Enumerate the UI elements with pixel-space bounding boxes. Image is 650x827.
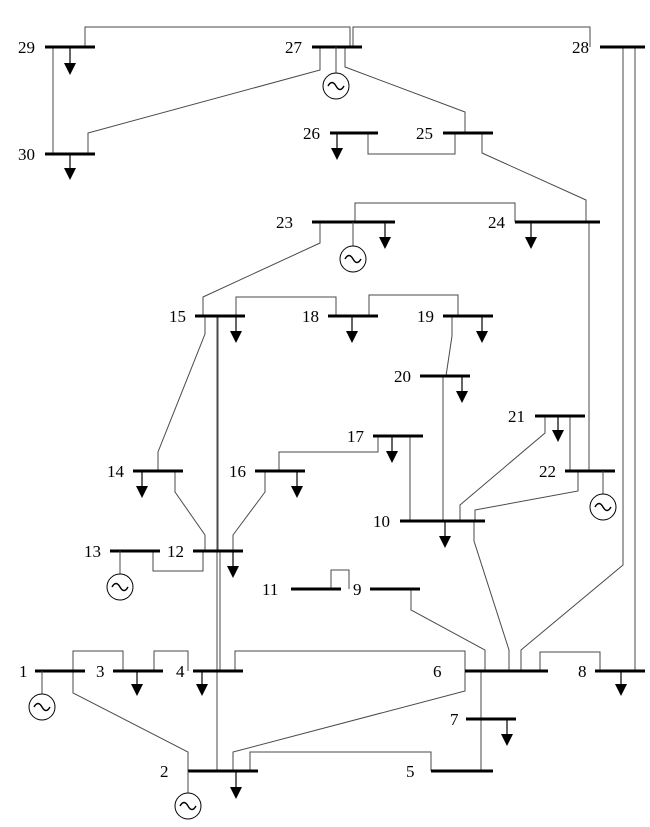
branch-16-12 [232, 471, 266, 551]
bus-label-12: 12 [167, 542, 184, 561]
load-arrow-16 [291, 471, 303, 498]
branch-29-27 [84, 26, 351, 47]
branch-2-5 [249, 751, 432, 771]
bus-label-13: 13 [84, 542, 101, 561]
bus-label-10: 10 [373, 512, 390, 531]
generator-23 [339, 222, 367, 273]
branch-15-18 [235, 296, 337, 316]
generators [28, 47, 617, 820]
branch-21-10 [459, 416, 546, 521]
load-arrow-17 [386, 436, 398, 463]
branch-14-12 [174, 471, 206, 551]
bus-label-4: 4 [176, 662, 185, 681]
load-arrow-24 [525, 222, 537, 249]
branch-6-8 [539, 651, 601, 671]
load-arrow-21 [552, 416, 564, 442]
branch-9-6 [410, 589, 486, 671]
load-arrow-12 [227, 551, 239, 578]
load-arrow-23 [379, 222, 391, 249]
branch-27-28 [352, 26, 591, 47]
bus-label-26: 26 [303, 124, 320, 143]
branch-11-9 [330, 569, 350, 589]
load-arrow-7 [501, 719, 513, 746]
branch-1-2 [72, 671, 189, 771]
bus-label-1: 1 [19, 662, 28, 681]
load-arrow-2 [230, 771, 242, 799]
branch-10-6 [473, 521, 510, 671]
bus-label-28: 28 [572, 38, 589, 57]
bus-label-20: 20 [394, 367, 411, 386]
branch-6-2 [232, 671, 466, 771]
branches [52, 26, 636, 771]
load-arrow-19 [476, 316, 488, 343]
branch-12-13 [152, 551, 204, 572]
branch-23-15 [202, 222, 321, 316]
bus-label-21: 21 [508, 407, 525, 426]
generator-1 [28, 671, 56, 721]
branch-19-20 [445, 316, 453, 377]
load-arrow-15 [230, 316, 242, 343]
loads [64, 47, 627, 799]
load-arrow-8 [615, 671, 627, 696]
bus-label-30: 30 [18, 145, 35, 164]
load-arrow-14 [136, 471, 148, 498]
bus-label-22: 22 [539, 462, 556, 481]
branch-25-24 [481, 133, 587, 222]
generator-22 [589, 471, 617, 521]
branch-25-26 [367, 133, 456, 155]
branch-4-6 [234, 650, 466, 671]
branch-23-24 [354, 202, 516, 222]
load-arrow-3 [131, 671, 143, 696]
generator-13 [106, 551, 134, 601]
bus-label-24: 24 [488, 213, 506, 232]
load-arrow-4 [196, 671, 208, 696]
bus-label-6: 6 [433, 662, 442, 681]
branch-16-17 [278, 436, 379, 471]
load-arrow-29 [64, 47, 76, 75]
bus-label-25: 25 [416, 124, 433, 143]
bus-label-9: 9 [353, 580, 362, 599]
bus-label-17: 17 [347, 427, 365, 446]
bus-label-7: 7 [450, 710, 459, 729]
bus-label-14: 14 [107, 462, 125, 481]
branch-3-4 [153, 650, 189, 671]
load-arrow-26 [331, 133, 343, 160]
bus-label-11: 11 [262, 580, 278, 599]
generator-27 [322, 47, 350, 100]
bus-label-18: 18 [302, 307, 319, 326]
load-arrow-10 [439, 521, 451, 548]
load-arrow-18 [346, 316, 358, 343]
branch-27-30 [87, 47, 321, 154]
bus-label-29: 29 [18, 38, 35, 57]
bus-label-23: 23 [276, 213, 293, 232]
bus-labels: 29 27 28 30 26 25 23 24 15 18 19 20 17 2… [18, 38, 589, 781]
bus-label-2: 2 [160, 762, 169, 781]
bus-label-8: 8 [578, 662, 587, 681]
branch-22-10 [474, 471, 579, 521]
branch-27-25 [344, 47, 466, 133]
generator-2 [174, 771, 202, 820]
load-arrow-20 [456, 376, 468, 403]
bus-label-15: 15 [169, 307, 186, 326]
load-arrow-30 [64, 154, 76, 180]
bus-label-5: 5 [406, 762, 415, 781]
branch-18-19 [368, 294, 459, 316]
bus-bars [35, 45, 645, 773]
bus-label-16: 16 [229, 462, 246, 481]
branch-1-3 [72, 650, 124, 671]
bus-label-3: 3 [96, 662, 105, 681]
bus-label-19: 19 [417, 307, 434, 326]
bus-label-27: 27 [285, 38, 303, 57]
branch-28-6 [520, 47, 624, 671]
branch-15-14 [157, 316, 206, 471]
